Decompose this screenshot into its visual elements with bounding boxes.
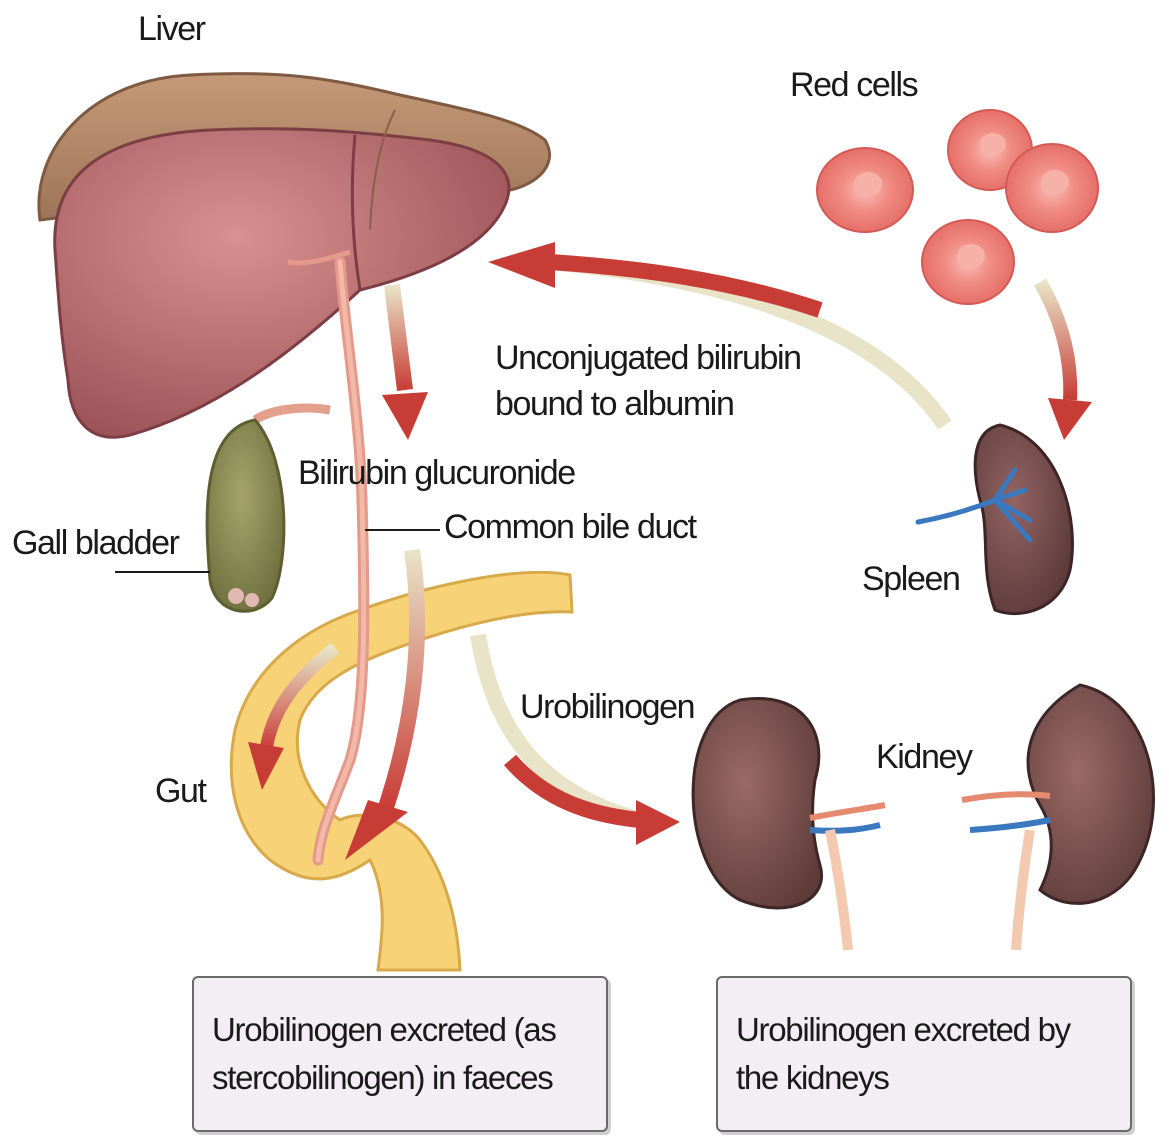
box-kidney-line2: the kidneys — [736, 1054, 889, 1102]
arrow-liver-to-bile — [382, 285, 428, 440]
red-cell — [817, 148, 913, 232]
label-unconjugated-line1: Unconjugated bilirubin — [495, 337, 801, 379]
liver-body — [55, 129, 509, 437]
label-unconjugated-line2: bound to albumin — [495, 383, 733, 425]
label-gut: Gut — [155, 770, 206, 812]
gall-bladder — [207, 408, 330, 611]
label-spleen: Spleen — [862, 558, 959, 600]
box-kidney-excretion: Urobilinogen excreted by the kidneys — [716, 976, 1132, 1132]
label-bilirubin-glucuronide: Bilirubin glucuronide — [298, 452, 575, 494]
red-cell — [922, 220, 1014, 304]
label-red-cells: Red cells — [790, 64, 917, 106]
box-faeces-line1: Urobilinogen excreted (as — [212, 1006, 556, 1054]
box-faeces-line2: stercobilinogen) in faeces — [212, 1054, 552, 1102]
arrow-gut-to-kidney — [478, 635, 680, 845]
kidney-right — [962, 685, 1154, 950]
red-cell — [1006, 144, 1098, 232]
label-kidney: Kidney — [876, 736, 972, 778]
label-common-bile-duct: Common bile duct — [444, 506, 696, 548]
label-urobilinogen: Urobilinogen — [520, 686, 694, 728]
red-cells — [817, 110, 1098, 304]
kidney-left — [693, 698, 885, 950]
liver — [39, 74, 550, 438]
box-kidney-line1: Urobilinogen excreted by — [736, 1006, 1070, 1054]
arrow-redcells-to-spleen — [1040, 282, 1092, 440]
box-faeces-excretion: Urobilinogen excreted (as stercobilinoge… — [192, 976, 608, 1132]
label-gall-bladder: Gall bladder — [12, 522, 179, 564]
label-liver: Liver — [138, 8, 205, 50]
